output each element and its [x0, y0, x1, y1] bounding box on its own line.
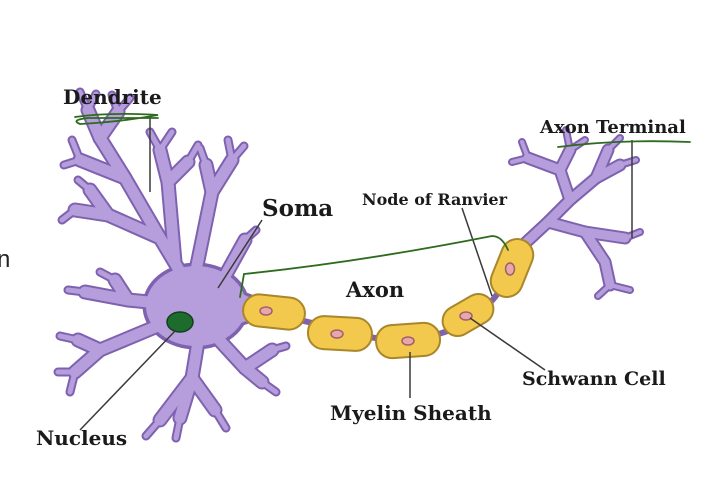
schwann-nucleus	[401, 336, 415, 346]
schwann-cell-leader	[469, 317, 546, 371]
neuron-cell-body	[53, 87, 291, 443]
soma-label: Soma	[262, 195, 333, 222]
nucleus-label: Nucleus	[36, 426, 127, 450]
schwann-nucleus	[459, 311, 473, 321]
soma-leader	[217, 219, 263, 289]
myelin-segment	[242, 293, 306, 331]
cropped-edge-letter: n	[0, 246, 10, 273]
nucleus-shape	[166, 311, 194, 333]
axon-label: Axon	[345, 277, 404, 302]
green-annotations	[74, 112, 691, 298]
nucleus-leader	[79, 329, 177, 431]
node-of-ranvier-label: Node of Ranvier	[362, 190, 508, 209]
axon-terminal-underline	[557, 140, 691, 148]
dendrite-underline	[74, 112, 159, 125]
schwann-nucleus	[330, 329, 344, 339]
schwann-cell-nuclei	[259, 262, 516, 346]
schwann-cell-label: Schwann Cell	[522, 368, 666, 390]
dendrite-label: Dendrite	[63, 85, 162, 109]
axon-terminal-branches	[508, 126, 644, 300]
schwann-nucleus	[504, 262, 516, 276]
schwann-nucleus	[259, 306, 273, 316]
myelin-sheath-label: Myelin Sheath	[330, 401, 492, 425]
axon-bracket	[239, 235, 509, 298]
axon-terminal-label: Axon Terminal	[539, 117, 686, 138]
leader-lines	[79, 118, 633, 431]
node-of-ranvier-leader	[461, 207, 493, 297]
